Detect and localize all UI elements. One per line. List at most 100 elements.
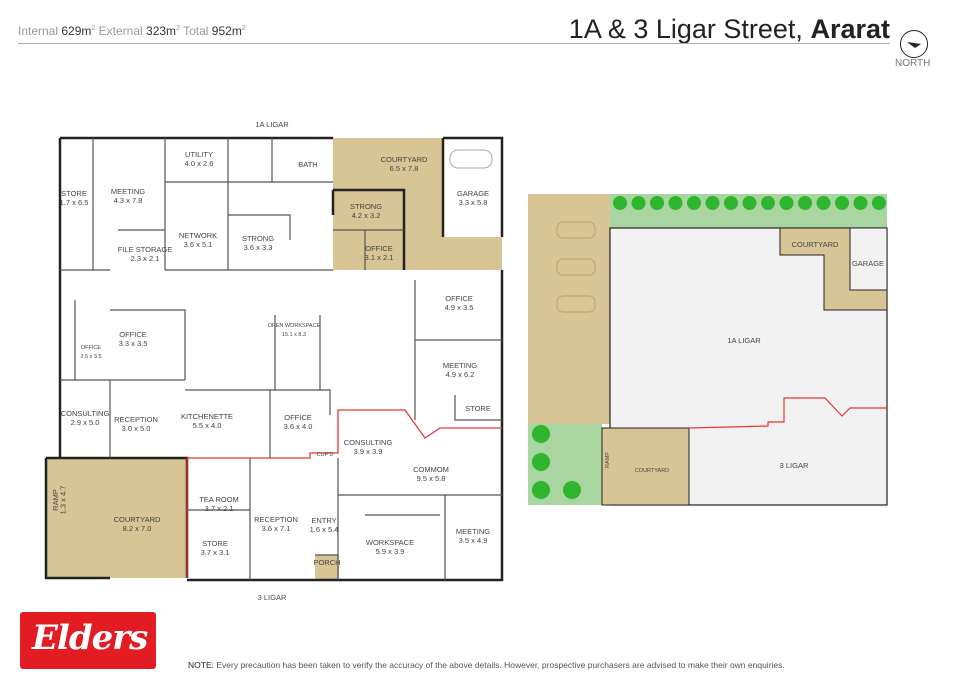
courtyard-fill [333,138,443,270]
room-name: STORE [202,539,228,548]
elders-logo: Elders [20,612,156,669]
room-name: FILE STORAGE [118,245,172,254]
room-name: MEETING [443,361,477,370]
site-label: 3 LIGAR [780,461,809,470]
tree-icon [631,196,646,210]
tree-icon [613,196,627,210]
room-dimensions: 6.5 x 7.8 [390,164,419,173]
room-dimensions: 3.6 x 7.1 [262,524,291,533]
room-dimensions: 4.2 x 3.2 [352,211,381,220]
tree-icon [872,196,886,210]
room-dimensions: 2.3 x 2.1 [131,254,160,263]
room-name: OFFICE [119,330,147,339]
external-value: 323m [146,24,177,38]
room-name: CONSULTING [61,409,110,418]
room-name: CUP'D [317,452,334,458]
parking-fill [528,194,610,424]
car-icon [449,149,493,169]
room-dimensions: 1.6 x 5.4 [310,525,339,534]
trees [532,196,886,499]
room-dimensions: 4.3 x 7.8 [114,196,143,205]
tree-icon [853,196,868,210]
page-title: 1A & 3 Ligar Street, Ararat [569,14,890,45]
tree-icon [761,196,775,210]
room-name: STRONG [242,234,274,243]
room-name: COMMOM [413,465,449,474]
room-name: NETWORK [179,231,217,240]
site-label: COURTYARD [635,468,669,474]
room-name: COURTYARD [114,515,161,524]
porch-fill [315,555,339,580]
room-name: OPEN WORKSPACE [268,323,321,329]
room-name: WORKSPACE [366,538,414,547]
north-compass-icon [900,30,928,58]
room-dimensions: 3.6 x 4.0 [284,422,313,431]
room-dimensions: 2.5 x 3.5 [80,354,101,360]
internal-label: Internal [18,24,59,38]
room-dimensions: 5.5 x 4.0 [193,421,222,430]
room-name: MEETING [111,187,145,196]
total-value: 952m [211,24,242,38]
room-name: OFFICE [284,413,312,422]
street-label: 3 LIGAR [258,593,287,602]
unit-sup: 2 [241,25,246,32]
room-name: STRONG [350,202,382,211]
tree-icon [816,196,831,210]
room-dimensions: 15.1 x 8.3 [282,332,306,338]
tree-icon [532,481,550,499]
site-label: GARAGE [852,259,884,268]
room-name: TEA ROOM [199,495,239,504]
site-label: RAMP [605,452,611,468]
tree-icon [742,196,757,210]
room-name: ENTRY [311,516,336,525]
room-dimensions: 1.3 x 4.7 [59,486,68,515]
room-name: KITCHENETTE [181,412,233,421]
site-garage [849,227,888,291]
site-label: COURTYARD [792,240,839,249]
room-name: OFFICE [81,345,101,351]
tree-icon [705,196,720,210]
room-dimensions: 3.3 x 3.5 [119,339,148,348]
address: 1A & 3 Ligar Street, [568,14,803,44]
tree-icon [835,196,849,210]
site-boundary-line [688,397,887,429]
room-name: RECEPTION [254,515,298,524]
room-dimensions: 3.5 x 4.9 [459,536,488,545]
room-dimensions: 3.6 x 3.3 [244,243,273,252]
room-name: CONSULTING [344,438,393,447]
room-dimensions: 9.5 x 5.8 [417,474,446,483]
courtyard-fill [46,458,187,578]
room-dimensions: 3.3 x 5.8 [459,198,488,207]
room-dimensions: 4.9 x 6.2 [446,370,475,379]
disclaimer: NOTE: Every precaution has been taken to… [188,660,785,670]
room-name: RAMP [51,489,60,511]
tree-icon [687,196,701,210]
note-text: Every precaution has been taken to verif… [216,660,785,670]
room-dimensions: 3.0 x 5.0 [122,424,151,433]
tree-icon [668,196,683,210]
site-courtyard [601,427,690,506]
divider [18,43,890,44]
car-icon [556,221,596,239]
interior-walls [60,138,502,580]
room-dimensions: 5.9 x 3.9 [376,547,405,556]
tree-icon [724,196,738,210]
note-label: NOTE: [188,660,214,670]
room-name: COURTYARD [381,155,428,164]
car-icons [556,221,596,313]
room-name: GARAGE [457,189,489,198]
unit-sup: 2 [176,25,180,32]
room-name: MEETING [456,527,490,536]
room-name: PORCH [313,558,340,567]
room-dimensions: 4.0 x 2.6 [185,159,214,168]
car-icon [556,258,596,276]
courtyard-fill [443,237,502,270]
tree-icon [563,481,581,499]
area-summary: Internal 629m2 External 323m2 Total 952m… [18,24,246,38]
room-dimensions: 3.7 x 3.1 [201,548,230,557]
internal-value: 629m [61,24,92,38]
room-dimensions: 1.7 x 6.5 [60,198,89,207]
room-dimensions: 3.6 x 5.1 [184,240,213,249]
